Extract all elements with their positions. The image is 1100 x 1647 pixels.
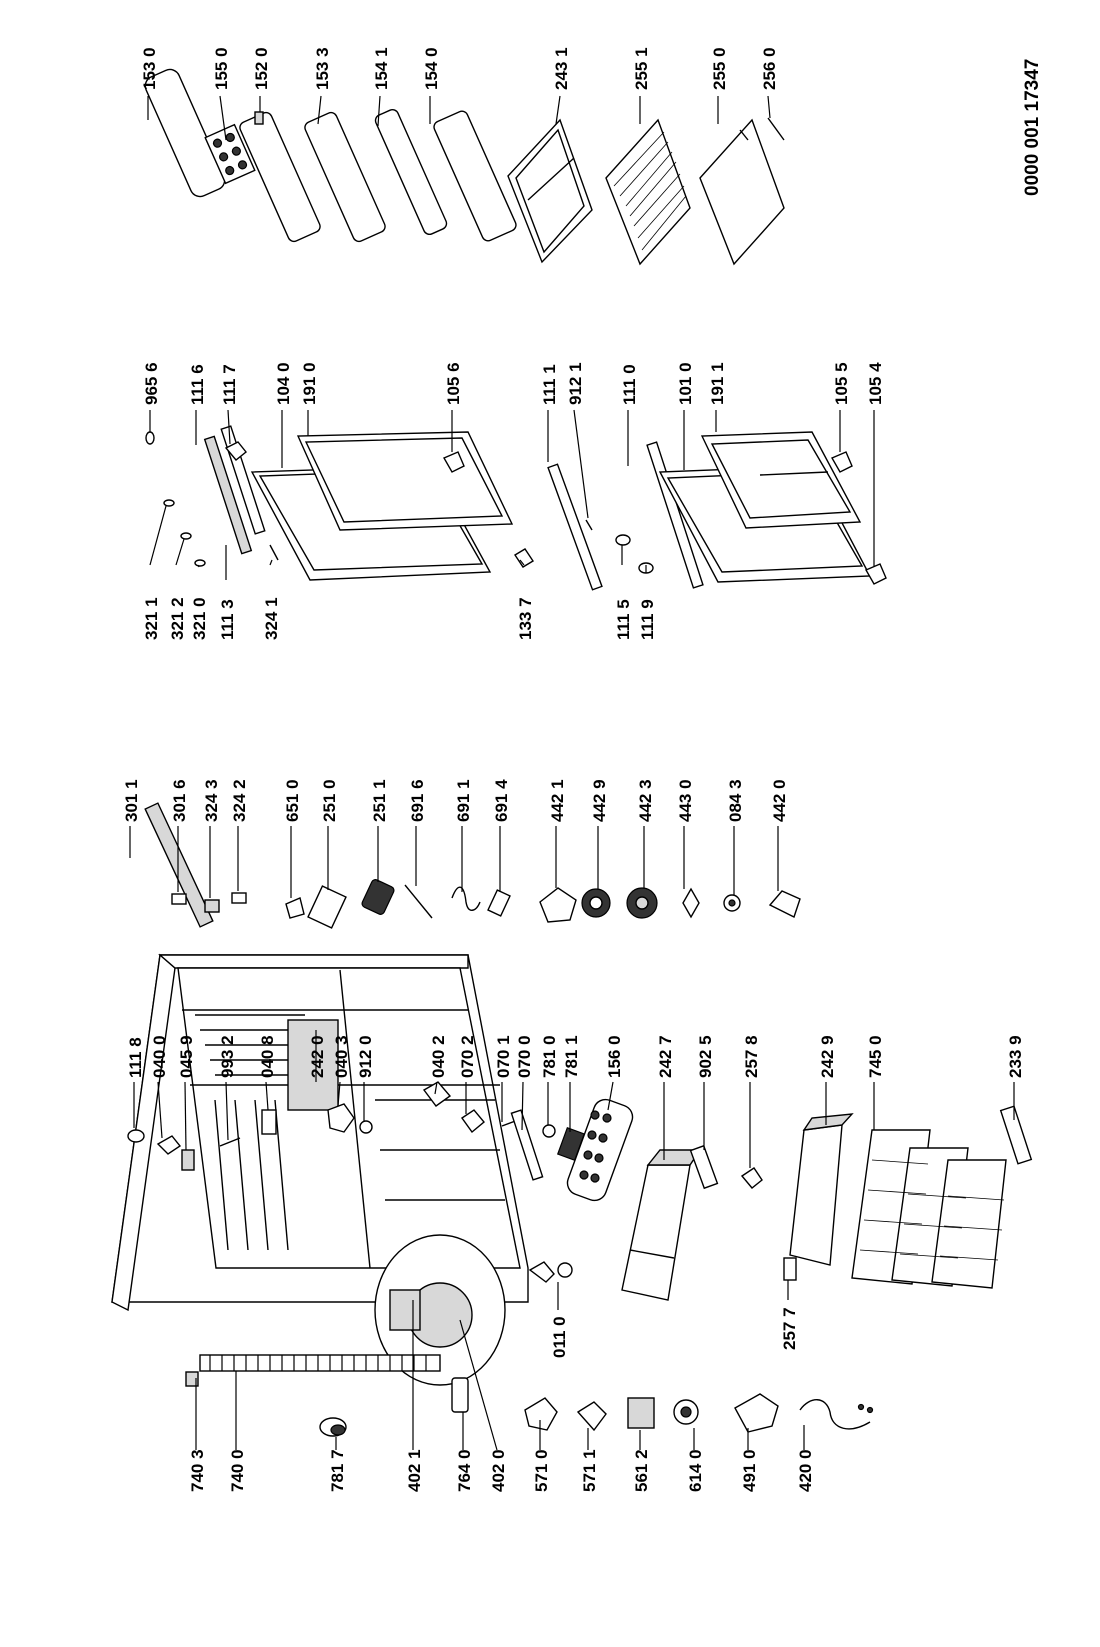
- part-label-242-7: 242 7: [656, 1035, 675, 1078]
- part-label-045-9: 045 9: [177, 1035, 196, 1078]
- door-balconies: [144, 68, 785, 266]
- doors-assembly: [145, 425, 887, 591]
- part-label-070-2: 070 2: [458, 1035, 477, 1078]
- part-label-133-7: 133 7: [516, 597, 535, 640]
- crisper-cover-strip: [689, 1144, 719, 1190]
- part-labels: 740 3 740 0 781 7 402 1 764 0 402 0 571 …: [122, 47, 1043, 1492]
- egg-tray: [566, 1098, 634, 1202]
- part-label-256-0: 256 0: [760, 47, 779, 90]
- part-label-257-8: 257 8: [742, 1035, 761, 1078]
- part-label-242-9: 242 9: [818, 1035, 837, 1078]
- door-hardware-parts: [127, 1081, 586, 1181]
- part-label-965-6: 965 6: [142, 362, 161, 405]
- part-label-402-0: 402 0: [489, 1449, 508, 1492]
- part-label-745-0: 745 0: [866, 1035, 885, 1078]
- leader-lines: [129, 95, 1015, 1451]
- crisper-drawer-large: [621, 1149, 702, 1301]
- part-label-301-1: 301 1: [122, 779, 141, 822]
- part-label-614-0: 614 0: [686, 1449, 705, 1492]
- part-label-040-2: 040 2: [429, 1035, 448, 1078]
- part-label-105-6: 105 6: [444, 362, 463, 405]
- part-label-321-0: 321 0: [190, 597, 209, 640]
- part-label-324-1: 324 1: [262, 597, 281, 640]
- part-label-155-0: 155 0: [212, 47, 231, 90]
- document-code: 0000 001 17347: [1022, 59, 1043, 196]
- part-label-040-8: 040 8: [258, 1035, 277, 1078]
- part-label-912-1: 912 1: [566, 362, 585, 405]
- part-label-781-7: 781 7: [328, 1449, 347, 1492]
- fridge-cabinet: [111, 953, 529, 1386]
- part-label-111-0: 111 0: [620, 364, 639, 405]
- part-label-257-7: 257 7: [780, 1307, 799, 1350]
- part-label-105-5: 105 5: [832, 362, 851, 405]
- part-label-651-0: 651 0: [283, 779, 302, 822]
- part-label-191-1: 191 1: [708, 362, 727, 405]
- cabinet-small-parts: [185, 1257, 874, 1437]
- part-label-111-9: 111 9: [638, 599, 657, 640]
- part-label-781-0: 781 0: [540, 1035, 559, 1078]
- part-label-442-3: 442 3: [636, 779, 655, 822]
- part-label-040-0: 040 0: [150, 1035, 169, 1078]
- part-label-152-0: 152 0: [252, 47, 271, 90]
- part-label-111-1: 111 1: [540, 364, 559, 405]
- part-label-324-3: 324 3: [202, 779, 221, 822]
- part-label-154-0: 154 0: [422, 47, 441, 90]
- control-electrical-parts: [144, 802, 801, 929]
- part-label-111-8: 111 8: [126, 1037, 145, 1078]
- part-label-321-2: 321 2: [168, 597, 187, 640]
- part-label-104-0: 104 0: [274, 362, 293, 405]
- part-label-153-0: 153 0: [140, 47, 159, 90]
- part-label-255-0: 255 0: [710, 47, 729, 90]
- kick-plate: [999, 1105, 1033, 1165]
- part-label-251-0: 251 0: [320, 779, 339, 822]
- part-label-740-0: 740 0: [228, 1449, 247, 1492]
- part-label-324-2: 324 2: [230, 779, 249, 822]
- part-label-691-1: 691 1: [454, 779, 473, 822]
- freezer-basket: [789, 1113, 854, 1266]
- part-label-402-1: 402 1: [405, 1449, 424, 1492]
- part-label-442-1: 442 1: [548, 779, 567, 822]
- part-label-111-7: 111 7: [220, 364, 239, 405]
- part-label-084-3: 084 3: [726, 779, 745, 822]
- part-label-191-0: 191 0: [300, 362, 319, 405]
- part-label-070-0: 070 0: [515, 1035, 534, 1078]
- part-label-691-6: 691 6: [408, 779, 427, 822]
- part-label-764-0: 764 0: [455, 1449, 474, 1492]
- part-label-912-0: 912 0: [356, 1035, 375, 1078]
- part-label-233-9: 233 9: [1006, 1035, 1025, 1078]
- wire-shelves: [851, 1129, 1007, 1289]
- part-label-255-1: 255 1: [632, 47, 651, 90]
- part-label-561-2: 561 2: [632, 1449, 651, 1492]
- part-label-740-3: 740 3: [188, 1449, 207, 1492]
- part-label-571-0: 571 0: [532, 1449, 551, 1492]
- part-label-111-3: 111 3: [218, 599, 237, 640]
- part-label-321-1: 321 1: [142, 597, 161, 640]
- part-label-101-0: 101 0: [676, 362, 695, 405]
- part-label-993-2: 993 2: [218, 1035, 237, 1078]
- part-label-442-0: 442 0: [770, 779, 789, 822]
- part-label-011-0: 011 0: [550, 1316, 569, 1358]
- part-label-111-6: 111 6: [188, 364, 207, 405]
- part-label-154-1: 154 1: [372, 47, 391, 90]
- part-label-156-0: 156 0: [605, 1035, 624, 1078]
- part-label-442-9: 442 9: [590, 779, 609, 822]
- part-label-251-1: 251 1: [370, 779, 389, 822]
- part-label-243-1: 243 1: [552, 47, 571, 90]
- part-label-571-1: 571 1: [580, 1449, 599, 1492]
- part-label-153-3: 153 3: [313, 47, 332, 90]
- part-label-040-3: 040 3: [332, 1035, 351, 1078]
- part-label-105-4: 105 4: [866, 362, 885, 405]
- part-label-420-0: 420 0: [796, 1449, 815, 1492]
- part-label-070-1: 070 1: [494, 1035, 513, 1078]
- part-label-111-5: 111 5: [614, 599, 633, 640]
- part-label-902-5: 902 5: [696, 1035, 715, 1078]
- part-label-491-0: 491 0: [740, 1449, 759, 1492]
- part-label-242-0: 242 0: [308, 1035, 327, 1078]
- drawer-stop: [740, 1167, 763, 1189]
- part-label-443-0: 443 0: [676, 779, 695, 822]
- part-label-691-4: 691 4: [492, 779, 511, 822]
- part-label-301-6: 301 6: [170, 779, 189, 822]
- part-label-781-1: 781 1: [562, 1035, 581, 1078]
